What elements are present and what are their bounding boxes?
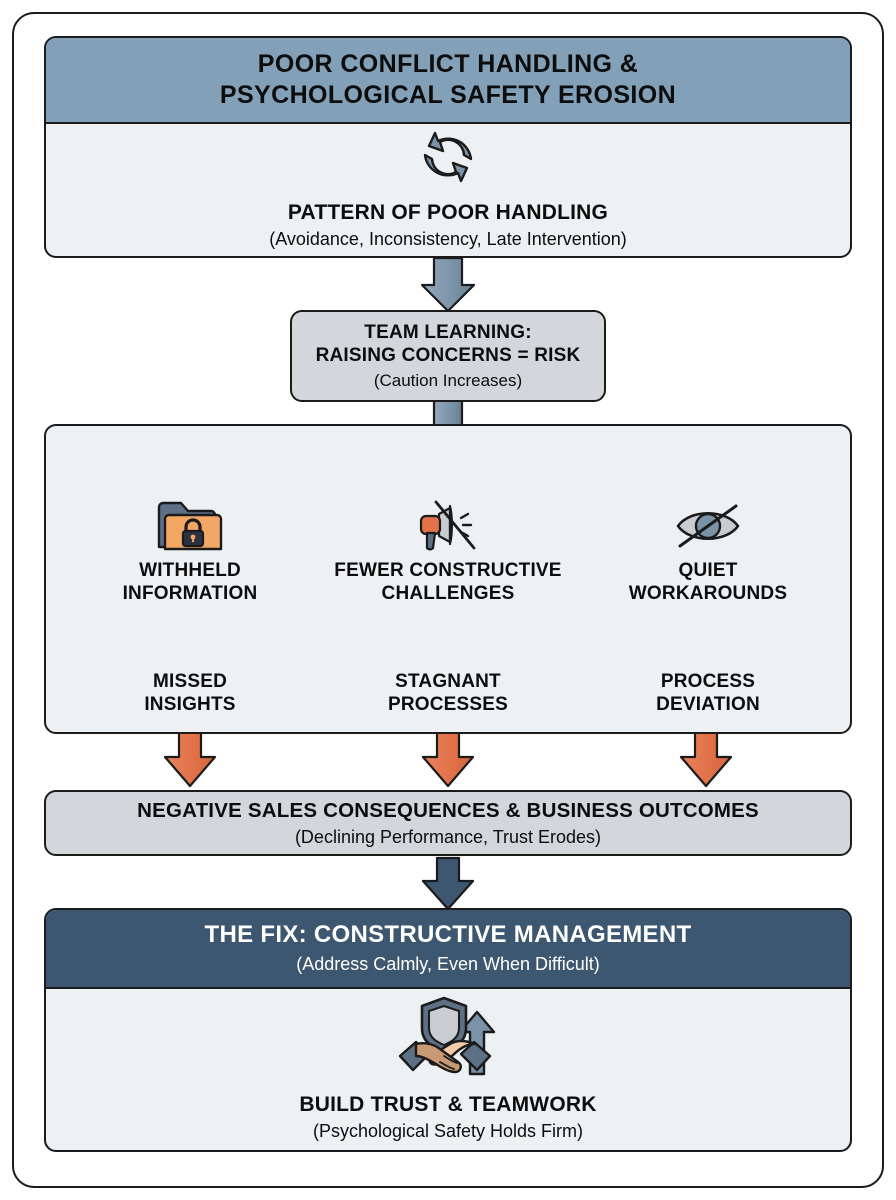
fix-title-band: THE FIX: CONSTRUCTIVE MANAGEMENT (Addres… bbox=[46, 910, 850, 990]
header-title-line2: PSYCHOLOGICAL SAFETY EROSION bbox=[219, 80, 677, 109]
effect-col3-line2: WORKAROUNDS bbox=[628, 583, 788, 605]
outcome-label-col2: STAGNANT PROCESSES bbox=[300, 670, 596, 716]
outcome-col2-line2: PROCESSES bbox=[387, 694, 509, 716]
hidden-eye-icon bbox=[672, 500, 744, 557]
header-panel: POOR CONFLICT HANDLING & PSYCHOLOGICAL S… bbox=[44, 36, 852, 258]
fix-body-title: BUILD TRUST & TEAMWORK bbox=[299, 1092, 597, 1116]
consequences-subtitle: (Declining Performance, Trust Erodes) bbox=[294, 826, 602, 847]
cycle-arrows-icon bbox=[416, 128, 480, 191]
pattern-title: PATTERN OF POOR HANDLING bbox=[287, 201, 609, 224]
outcome-col2-line1: STAGNANT bbox=[395, 671, 501, 692]
outcome-label-col3: PROCESS DEVIATION bbox=[580, 670, 836, 716]
fix-panel: THE FIX: CONSTRUCTIVE MANAGEMENT (Addres… bbox=[44, 908, 852, 1152]
effect-col2-line2: CHALLENGES bbox=[381, 583, 515, 605]
pattern-subtitle: (Avoidance, Inconsistency, Late Interven… bbox=[269, 229, 627, 249]
header-title-band: POOR CONFLICT HANDLING & PSYCHOLOGICAL S… bbox=[46, 38, 850, 124]
effect-label-col3: QUIET WORKAROUNDS bbox=[580, 559, 836, 605]
consequences-title: NEGATIVE SALES CONSEQUENCES & BUSINESS O… bbox=[137, 799, 759, 823]
outcome-col3-line1: PROCESS bbox=[660, 671, 756, 692]
muted-megaphone-icon bbox=[412, 498, 486, 559]
effect-label-col2: FEWER CONSTRUCTIVE CHALLENGES bbox=[300, 559, 596, 605]
consequences-box: NEGATIVE SALES CONSEQUENCES & BUSINESS O… bbox=[44, 790, 852, 856]
outcome-col3-line2: DEVIATION bbox=[656, 694, 760, 716]
effect-col1-line2: INFORMATION bbox=[122, 583, 258, 605]
effect-label-col1: WITHHELD INFORMATION bbox=[60, 559, 320, 605]
effects-panel bbox=[44, 424, 852, 734]
outcome-col1-line1: MISSED bbox=[152, 671, 228, 692]
header-title-line1: POOR CONFLICT HANDLING & bbox=[257, 50, 639, 78]
fix-title: THE FIX: CONSTRUCTIVE MANAGEMENT bbox=[204, 921, 692, 948]
effect-col3-line1: QUIET bbox=[678, 560, 738, 581]
fix-body-subtitle: (Psychological Safety Holds Firm) bbox=[312, 1120, 584, 1141]
team-learning-subtitle: (Caution Increases) bbox=[373, 371, 523, 390]
fix-subtitle: (Address Calmly, Even When Difficult) bbox=[296, 953, 600, 974]
locked-folder-icon bbox=[155, 497, 225, 558]
outcome-col1-line2: INSIGHTS bbox=[144, 694, 236, 716]
team-learning-box: TEAM LEARNING: RAISING CONCERNS = RISK (… bbox=[290, 310, 606, 402]
effect-col2-line1: FEWER CONSTRUCTIVE bbox=[334, 560, 562, 581]
team-learning-line1: TEAM LEARNING: bbox=[364, 321, 532, 343]
team-learning-line2: RAISING CONCERNS = RISK bbox=[315, 345, 581, 367]
effect-col1-line1: WITHHELD bbox=[139, 560, 241, 581]
handshake-shield-icon bbox=[396, 994, 500, 1085]
outcome-label-col1: MISSED INSIGHTS bbox=[60, 670, 320, 716]
